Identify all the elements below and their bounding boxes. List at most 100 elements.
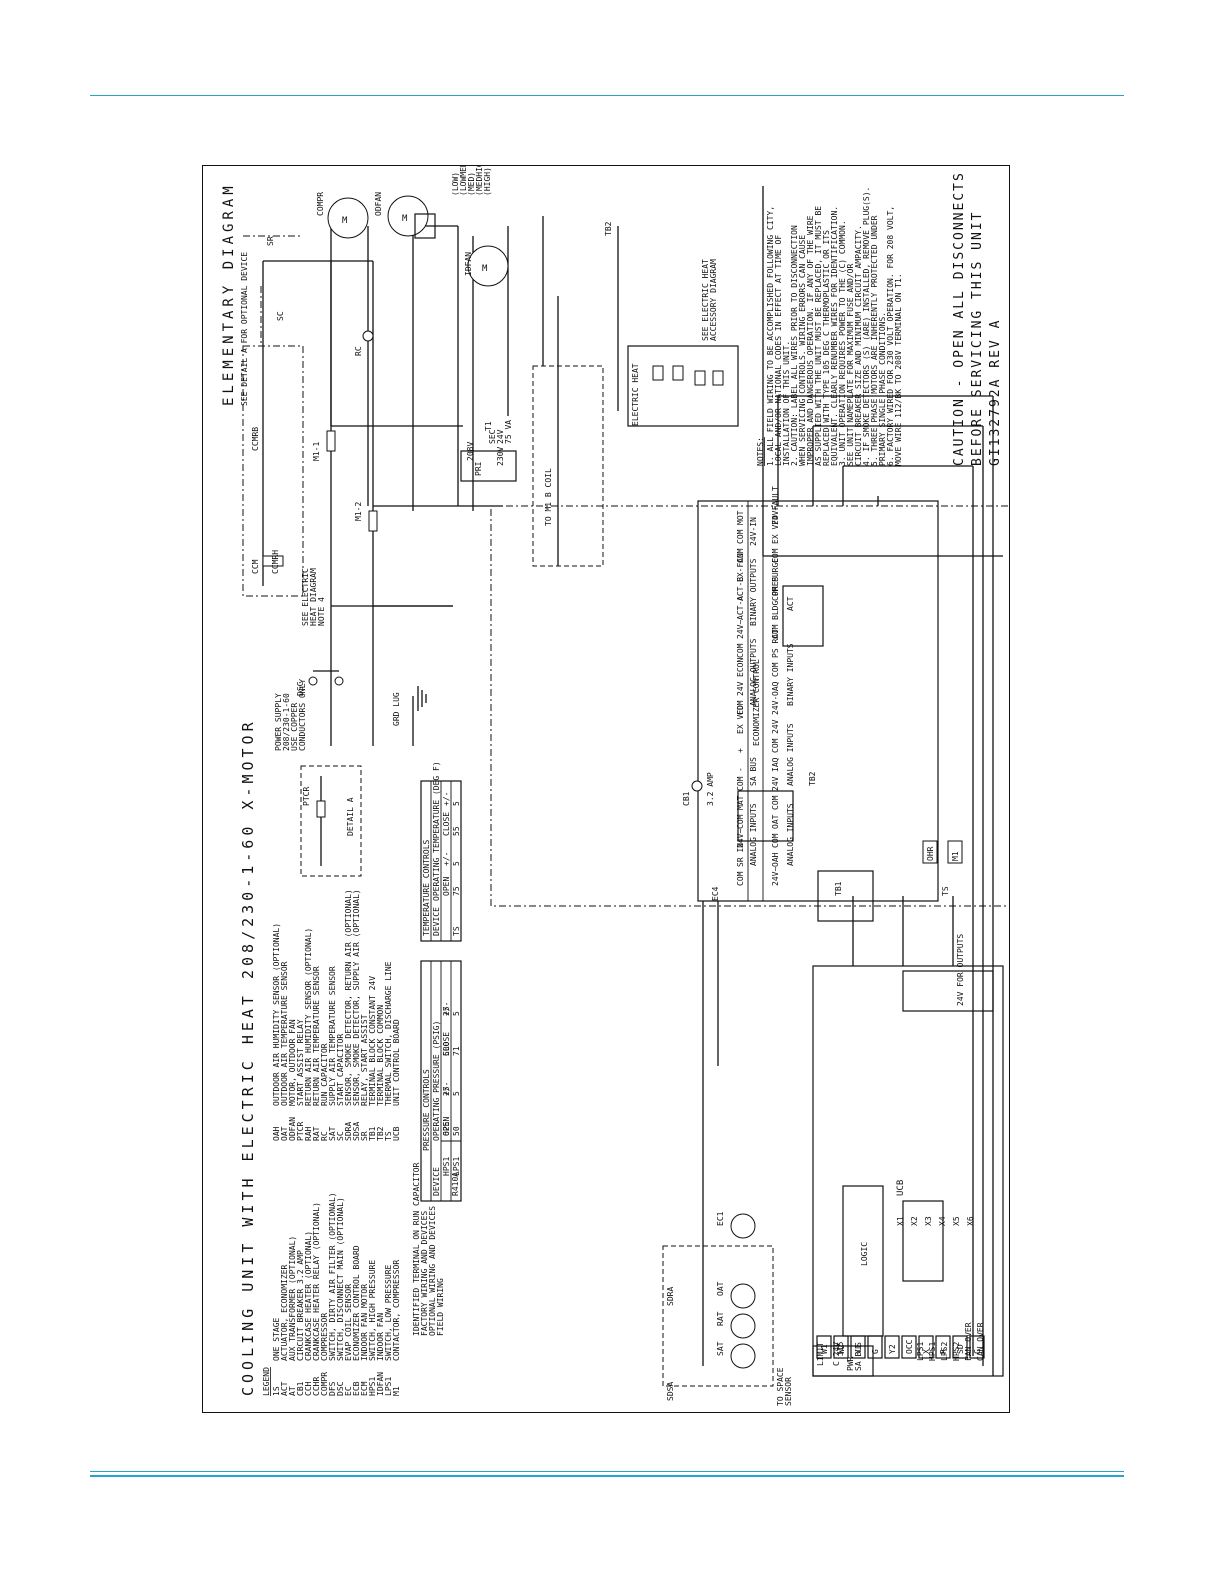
svg-text:SC: SC xyxy=(276,311,285,321)
economizer-terminal-bottom: COM xyxy=(771,624,780,639)
thermostat-terminal-box xyxy=(850,1335,866,1359)
economizer-terminal-top: ACT-B xyxy=(736,577,745,601)
svg-text:PRI: PRI xyxy=(474,461,483,476)
legend-code: AT xyxy=(288,1386,297,1396)
economizer-terminal-top: MAT xyxy=(736,795,745,810)
line-voltage-wiring xyxy=(262,216,544,746)
svg-text:LOGIC: LOGIC xyxy=(860,1242,869,1266)
temp-cell: 5 xyxy=(452,861,461,866)
legend-code: IDFAN xyxy=(376,1372,385,1396)
economizer-terminal-top: COM xyxy=(736,871,745,886)
legend-desc: ACTUATOR, ECONOMIZER xyxy=(280,1264,289,1361)
legend-symbol-desc: OPTIONAL WIRING AND DEVICES xyxy=(428,1206,437,1336)
legend-desc: AUX TRANSFORMER (OPTIONAL) xyxy=(288,1236,297,1361)
fan-speed-label: (MED) xyxy=(467,172,476,196)
svg-text:RAT: RAT xyxy=(716,1311,725,1326)
economizer-terminal-bottom: OAH xyxy=(771,852,780,867)
ucb-relay-terminal: X1 xyxy=(896,1216,905,1226)
economizer-terminal-top: ACT-A xyxy=(736,596,745,620)
svg-text:OAT: OAT xyxy=(716,1281,725,1296)
legend-code: LPS1 xyxy=(384,1377,393,1396)
legend-desc: SWITCH, DIRTY AIR FILTER (OPTIONAL) xyxy=(328,1192,337,1361)
note-line: SEE UNIT NAMEPLATE FOR MAXIMUM FUSE AND/… xyxy=(846,264,855,466)
svg-text:EC4: EC4 xyxy=(711,886,720,901)
legend-code: ACT xyxy=(280,1381,289,1396)
legend-desc: COMPRESSOR xyxy=(320,1313,329,1361)
thermostat-terminal: W2 xyxy=(837,1344,846,1354)
legend-desc: SWITCH, DISCONNECT MAIN (OPTIONAL) xyxy=(336,1197,345,1361)
thermostat-terminal-box xyxy=(884,1335,900,1359)
svg-text:TB2: TB2 xyxy=(808,771,817,786)
legend-desc: RUN CAPACITOR xyxy=(320,1043,329,1106)
economizer-group-label: SA BUS xyxy=(749,757,758,786)
thermostat-terminal-box xyxy=(867,1335,883,1359)
economizer-terminal-top: COM xyxy=(736,548,745,563)
svg-text:TO SPACE: TO SPACE xyxy=(776,1367,785,1406)
economizer-terminal-bottom: OAT xyxy=(771,814,780,829)
fan-speed-label: (LOW) xyxy=(451,172,460,196)
ptcr-label: PTCR xyxy=(302,787,311,806)
m1-1-contact xyxy=(326,430,336,452)
legend-code: SAT xyxy=(328,1126,337,1141)
legend-code: CCH xyxy=(304,1381,313,1396)
note-line: 3. UNIT OPERATION REQUIRES POWER TO THE … xyxy=(838,220,847,466)
svg-text:LIMIT: LIMIT xyxy=(816,1342,825,1366)
pressure-controls-title: PRESSURE CONTROLS xyxy=(422,1069,431,1151)
svg-text:ACT: ACT xyxy=(786,596,795,611)
pressure-cell: 25 xyxy=(442,1006,451,1016)
economizer-terminal-bottom: 24V- xyxy=(771,696,780,715)
economizer-terminal-bottom: BLDG PRES xyxy=(771,576,780,620)
svg-text:J15: J15 xyxy=(836,1341,845,1356)
economizer-group-label: BINARY OUTPUTS xyxy=(749,558,758,626)
legend-code: COMPR xyxy=(320,1372,329,1396)
svg-text:SR: SR xyxy=(266,236,275,246)
legend-code: TB2 xyxy=(376,1126,385,1141)
thermostat-terminal-box xyxy=(918,1335,934,1359)
fan-speed-label: (LOWMED) xyxy=(459,166,468,196)
thermostat-terminal-box xyxy=(901,1335,917,1359)
top-rule xyxy=(90,95,1124,96)
note-line: EQUIVALENT. CLEARLY RENUMBER WIRES FOR I… xyxy=(830,206,839,466)
legend-code: ECB xyxy=(352,1381,361,1396)
legend-code: RAH xyxy=(304,1126,313,1141)
economizer-terminal-bottom: COM xyxy=(771,662,780,677)
svg-text:C 24V: C 24V xyxy=(832,1342,841,1366)
svg-text:TB1: TB1 xyxy=(834,881,843,896)
thermostat-terminal: X xyxy=(922,1349,931,1354)
economizer-terminal-top: + xyxy=(736,748,745,753)
economizer-terminal-bottom: PURGE xyxy=(771,558,780,582)
temp-col-device: DEVICE xyxy=(432,907,441,936)
legend-symbol-desc: FACTORY WIRING AND DEVICES xyxy=(420,1211,429,1336)
compressor-motor-m: M xyxy=(342,216,348,226)
svg-text:ELECTRIC HEAT: ELECTRIC HEAT xyxy=(631,363,640,426)
pressure-cell: 5 xyxy=(452,1011,461,1016)
indoor-fan: M IDFAN (LOW)(LOWMED)(MED)(MEDHIGH)(HIGH… xyxy=(451,166,509,287)
svg-text:SEE ELECTRIC HEAT: SEE ELECTRIC HEAT xyxy=(701,259,710,341)
drawing-number: GI132792A REV A xyxy=(988,319,1003,466)
svg-text:ACCESSORY DIAGRAM: ACCESSORY DIAGRAM xyxy=(709,259,718,341)
detail-a: DETAIL A PTCR xyxy=(300,765,362,877)
economizer-terminal-top: COM xyxy=(736,529,745,544)
legend-code: ODFAN xyxy=(288,1117,297,1141)
note-line: 2. CAUTION: LABEL ALL WIRES PRIOR TO DIS… xyxy=(790,225,799,466)
svg-text:TS: TS xyxy=(941,886,950,896)
legend-desc: SWITCH, HIGH PRESSURE xyxy=(368,1260,377,1361)
note-line: CIRCUIT BREAKER SIZE AND MINIMUM CIRCUIT… xyxy=(854,225,863,466)
svg-text:M1: M1 xyxy=(951,851,960,861)
svg-text:CCM: CCM xyxy=(251,559,260,574)
legend-code: RAT xyxy=(312,1126,321,1141)
pressure-subheader: OPEN xyxy=(442,1117,451,1136)
economizer-terminal-bottom: PS RAT xyxy=(771,629,780,658)
svg-text:SAT: SAT xyxy=(716,1341,725,1356)
legend-desc: START ASSIST RELAY xyxy=(296,1019,305,1106)
svg-text:75 VA: 75 VA xyxy=(504,420,513,444)
legend-code: OAT xyxy=(280,1126,289,1141)
svg-text:OHR: OHR xyxy=(926,846,935,861)
svg-text:POWER SUPPLY: POWER SUPPLY xyxy=(274,693,283,751)
svg-text:SA BUS: SA BUS xyxy=(854,1342,863,1371)
ucb-relay-terminal: X3 xyxy=(924,1216,933,1226)
legend-desc: RELAY, START ASSIST xyxy=(360,1014,369,1106)
temp-cell: TS xyxy=(452,926,461,936)
svg-text:M: M xyxy=(482,264,488,274)
legend-desc: TERMINAL BLOCK CONSTANT 24V xyxy=(368,976,377,1106)
